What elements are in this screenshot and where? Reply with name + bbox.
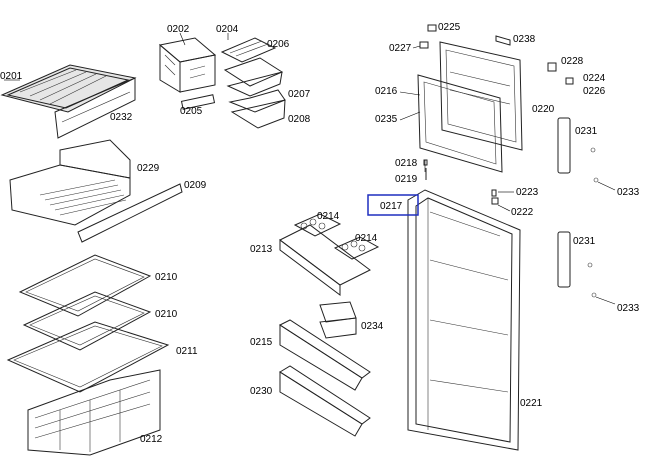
label-0217: 0217 bbox=[380, 201, 403, 212]
leader-lines bbox=[399, 45, 514, 212]
crisper-drawer bbox=[9, 139, 183, 243]
label-0227: 0227 bbox=[389, 43, 412, 54]
label-0223: 0223 bbox=[516, 187, 539, 198]
label-0231-lower: 0231 bbox=[573, 236, 596, 247]
label-0208: 0208 bbox=[288, 114, 311, 125]
label-0235: 0235 bbox=[375, 114, 398, 125]
label-0202: 0202 bbox=[167, 24, 190, 35]
label-0220: 0220 bbox=[532, 104, 555, 115]
label-0234: 0234 bbox=[361, 321, 384, 332]
label-0215: 0215 bbox=[250, 337, 273, 348]
label-0209: 0209 bbox=[184, 180, 207, 191]
small-parts bbox=[419, 24, 574, 205]
label-0210-upper: 0210 bbox=[155, 272, 178, 283]
label-0214-lower: 0214 bbox=[355, 233, 378, 244]
bottom-drawer bbox=[27, 369, 161, 456]
label-0222: 0222 bbox=[511, 207, 534, 218]
freezer-door bbox=[417, 41, 523, 173]
bottle-shelf-upper bbox=[278, 301, 371, 391]
label-0221: 0221 bbox=[520, 398, 543, 409]
label-0216: 0216 bbox=[375, 86, 398, 97]
ice-maker-bracket bbox=[158, 32, 286, 129]
fridge-door bbox=[407, 189, 521, 451]
label-0224: 0224 bbox=[583, 73, 606, 84]
label-0226: 0226 bbox=[583, 86, 606, 97]
freezer-tray bbox=[0, 64, 137, 139]
label-0225: 0225 bbox=[438, 22, 461, 33]
label-0238: 0238 bbox=[513, 34, 536, 45]
label-0210-lower: 0210 bbox=[155, 309, 178, 320]
glass-shelves bbox=[6, 254, 170, 393]
label-0233-upper: 0233 bbox=[617, 187, 640, 198]
label-0218: 0218 bbox=[395, 158, 418, 169]
hinge-brackets bbox=[557, 117, 616, 305]
label-0201: 0201 bbox=[0, 71, 23, 82]
label-0232: 0232 bbox=[110, 112, 133, 123]
label-0233-lower: 0233 bbox=[617, 303, 640, 314]
label-0211: 0211 bbox=[176, 346, 198, 357]
label-0231-upper: 0231 bbox=[575, 126, 598, 137]
label-0204: 0204 bbox=[216, 24, 239, 35]
label-0205: 0205 bbox=[180, 106, 203, 117]
label-0228: 0228 bbox=[561, 56, 584, 67]
label-0213: 0213 bbox=[250, 244, 273, 255]
label-0212: 0212 bbox=[140, 434, 163, 445]
label-0207: 0207 bbox=[288, 89, 311, 100]
label-0219: 0219 bbox=[395, 174, 418, 185]
part-labels: 0201 0202 0204 0205 0206 0207 0208 0232 … bbox=[0, 22, 640, 445]
bottle-shelf-lower bbox=[279, 365, 371, 437]
highlight-box bbox=[367, 194, 419, 216]
label-0230: 0230 bbox=[250, 386, 273, 397]
label-0214-upper: 0214 bbox=[317, 211, 340, 222]
label-0229: 0229 bbox=[137, 163, 160, 174]
egg-tray-shelf bbox=[279, 213, 380, 296]
label-0206: 0206 bbox=[267, 39, 290, 50]
